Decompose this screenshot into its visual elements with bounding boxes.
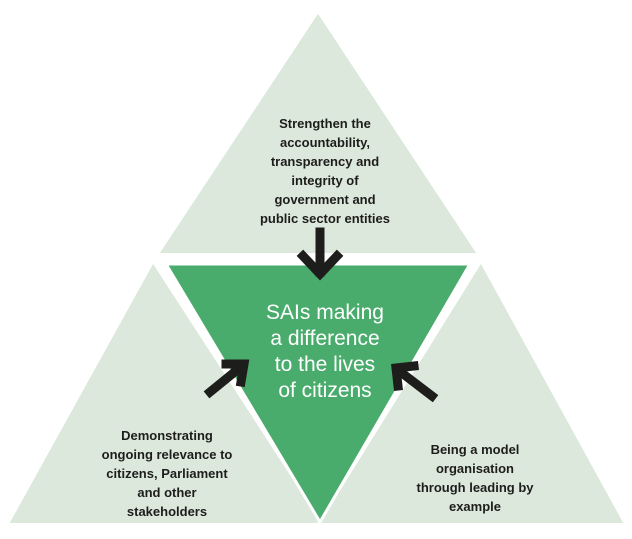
- right-node-label: Being a model organisation through leadi…: [416, 442, 534, 514]
- left-arrow-icon: [391, 361, 439, 403]
- down-arrow-icon: [296, 227, 344, 281]
- right-triangle: [317, 261, 626, 525]
- right-arrow-icon: [203, 359, 250, 399]
- center-label: SAIs making a difference to the lives of…: [266, 301, 384, 402]
- left-node-label: Demonstrating ongoing relevance to citiz…: [101, 428, 233, 519]
- left-triangle: [7, 261, 324, 525]
- top-node-label: Strengthen the accountability, transpare…: [259, 116, 391, 226]
